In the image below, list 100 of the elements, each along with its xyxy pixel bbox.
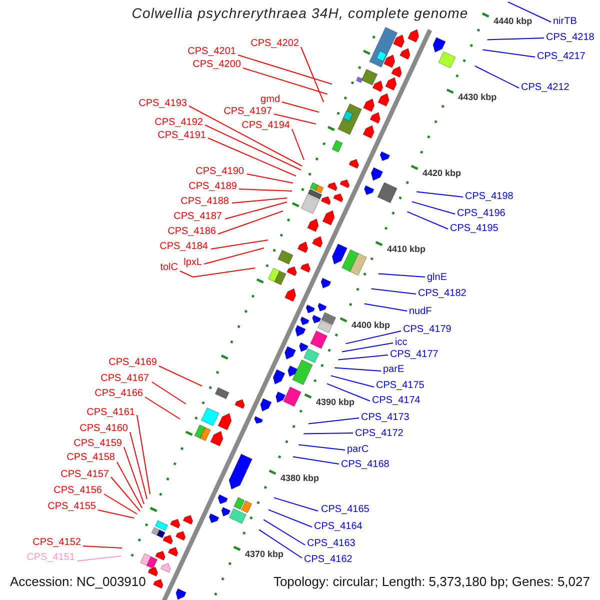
leader-line	[406, 211, 448, 230]
gene-label: lpxL	[184, 258, 202, 268]
gene-label: CPS_4177	[390, 350, 438, 360]
leader-line	[110, 476, 140, 512]
gene-label: CPS_4218	[546, 33, 594, 43]
accession-text: Accession: NC_003910	[10, 575, 146, 588]
gene-label: CPS_4152	[32, 538, 81, 548]
gene-label: nudF	[409, 307, 432, 317]
leader-line	[508, 2, 552, 22]
gene-label: CPS_4189	[188, 182, 237, 192]
gene-label: CPS_4179	[403, 325, 452, 335]
leader-line	[364, 303, 408, 312]
leader-line	[308, 418, 360, 424]
tick-label: 4420 kbp	[422, 168, 462, 178]
tick-label: 4410 kbp	[387, 245, 426, 254]
gene-label: CPS_4201	[188, 47, 236, 57]
gene-label: CPS_4163	[307, 539, 356, 549]
leader-line	[298, 444, 346, 450]
leader-line	[242, 68, 328, 95]
leader-line	[224, 202, 288, 220]
gene-label: CPS_4202	[250, 39, 299, 49]
leader-line	[370, 288, 416, 294]
leader-line	[474, 66, 520, 88]
tick-label: 4400 kbp	[352, 321, 390, 330]
gene-label: gmd	[260, 95, 280, 105]
gene-label: CPS_4157	[60, 470, 109, 480]
leader-line	[258, 529, 302, 558]
leader-line	[210, 240, 268, 250]
tick-label: 4370 kbp	[245, 550, 284, 559]
leader-line	[274, 114, 316, 124]
gene-label: parE	[383, 365, 404, 375]
gene-label: CPS_4174	[372, 396, 420, 406]
leader-line	[292, 128, 304, 160]
leader-line	[300, 46, 324, 103]
tick-label: 4440 kbp	[494, 16, 532, 26]
leader-line	[292, 456, 340, 464]
gene-label: CPS_4164	[314, 522, 362, 532]
gene-label: CPS_4200	[192, 60, 241, 70]
gene-label: CPS_4195	[450, 224, 498, 234]
leader-line	[486, 38, 544, 40]
gene-label: CPS_4182	[418, 289, 466, 299]
leader-line	[268, 509, 312, 528]
leader-line	[204, 124, 302, 170]
gene-label: CPS_4168	[341, 460, 390, 470]
leader-line	[144, 396, 180, 420]
tick-label: 4380 kbp	[280, 474, 320, 483]
leader-line	[116, 462, 142, 508]
leader-line	[330, 375, 374, 388]
gene-label: CPS_4212	[521, 83, 570, 93]
leader-line	[204, 248, 264, 264]
leader-line	[273, 497, 318, 512]
leader-line	[345, 330, 402, 344]
leader-line	[416, 191, 464, 198]
gene-label: CPS_4172	[355, 429, 404, 439]
gene-label: CPS_4198	[465, 192, 514, 202]
gene-label: CPS_4159	[74, 439, 122, 449]
gene-label: CPS_4184	[160, 242, 208, 252]
gene-label: icc	[395, 338, 408, 348]
leader-line	[303, 432, 354, 434]
leader-line	[342, 342, 394, 352]
leader-line	[130, 432, 148, 500]
gene-label: CPS_4155	[48, 502, 96, 512]
gene-label: CPS_4187	[174, 212, 222, 222]
gene-label: CPS_4161	[86, 408, 135, 418]
leader-line	[104, 494, 138, 514]
gene-label: CPS_4190	[196, 167, 244, 177]
gene-label: CPS_4186	[168, 227, 216, 237]
leader-line	[76, 556, 122, 562]
leader-line	[238, 54, 332, 85]
leader-line	[136, 414, 150, 494]
gene-label: CPS_4217	[537, 52, 586, 62]
leader-line	[188, 106, 302, 166]
gene-label: CPS_4197	[224, 107, 272, 117]
gene-label: CPS_4191	[158, 131, 206, 141]
gene-label: CPS_4158	[66, 453, 115, 463]
gene-label: CPS_4196	[457, 209, 506, 219]
gene-label: CPS_4193	[138, 99, 187, 109]
leader-line	[338, 354, 388, 360]
gene-label: CPS_4169	[108, 358, 157, 368]
leader-line	[152, 382, 186, 404]
gene-label: glnE	[427, 273, 448, 283]
leader-line	[218, 210, 284, 234]
gene-label: CPS_4194	[242, 121, 290, 131]
tick-label: 4430 kbp	[458, 92, 497, 102]
gene-label: CPS_4160	[80, 424, 128, 434]
leader-line	[158, 366, 202, 386]
leader-line	[124, 446, 144, 504]
topology-text: Topology: circular; Length: 5,373,180 bp; Genes: 5,027	[273, 575, 590, 588]
leader-line	[482, 49, 536, 58]
gene-label: CPS_4188	[180, 197, 229, 207]
gene-label: CPS_4156	[54, 486, 102, 496]
leader-line	[282, 102, 320, 113]
tick-label: 4390 kbp	[316, 398, 355, 406]
leader-line	[378, 273, 426, 278]
gene-label: CPS_4175	[376, 381, 424, 391]
leader-line	[334, 367, 382, 372]
diagram-title: Colwellia psychrerythraea 34H, complete genome	[132, 6, 468, 20]
leader-line	[326, 383, 370, 402]
gene-label: CPS_4166	[94, 389, 143, 399]
gene-label: CPS_4192	[154, 118, 203, 128]
